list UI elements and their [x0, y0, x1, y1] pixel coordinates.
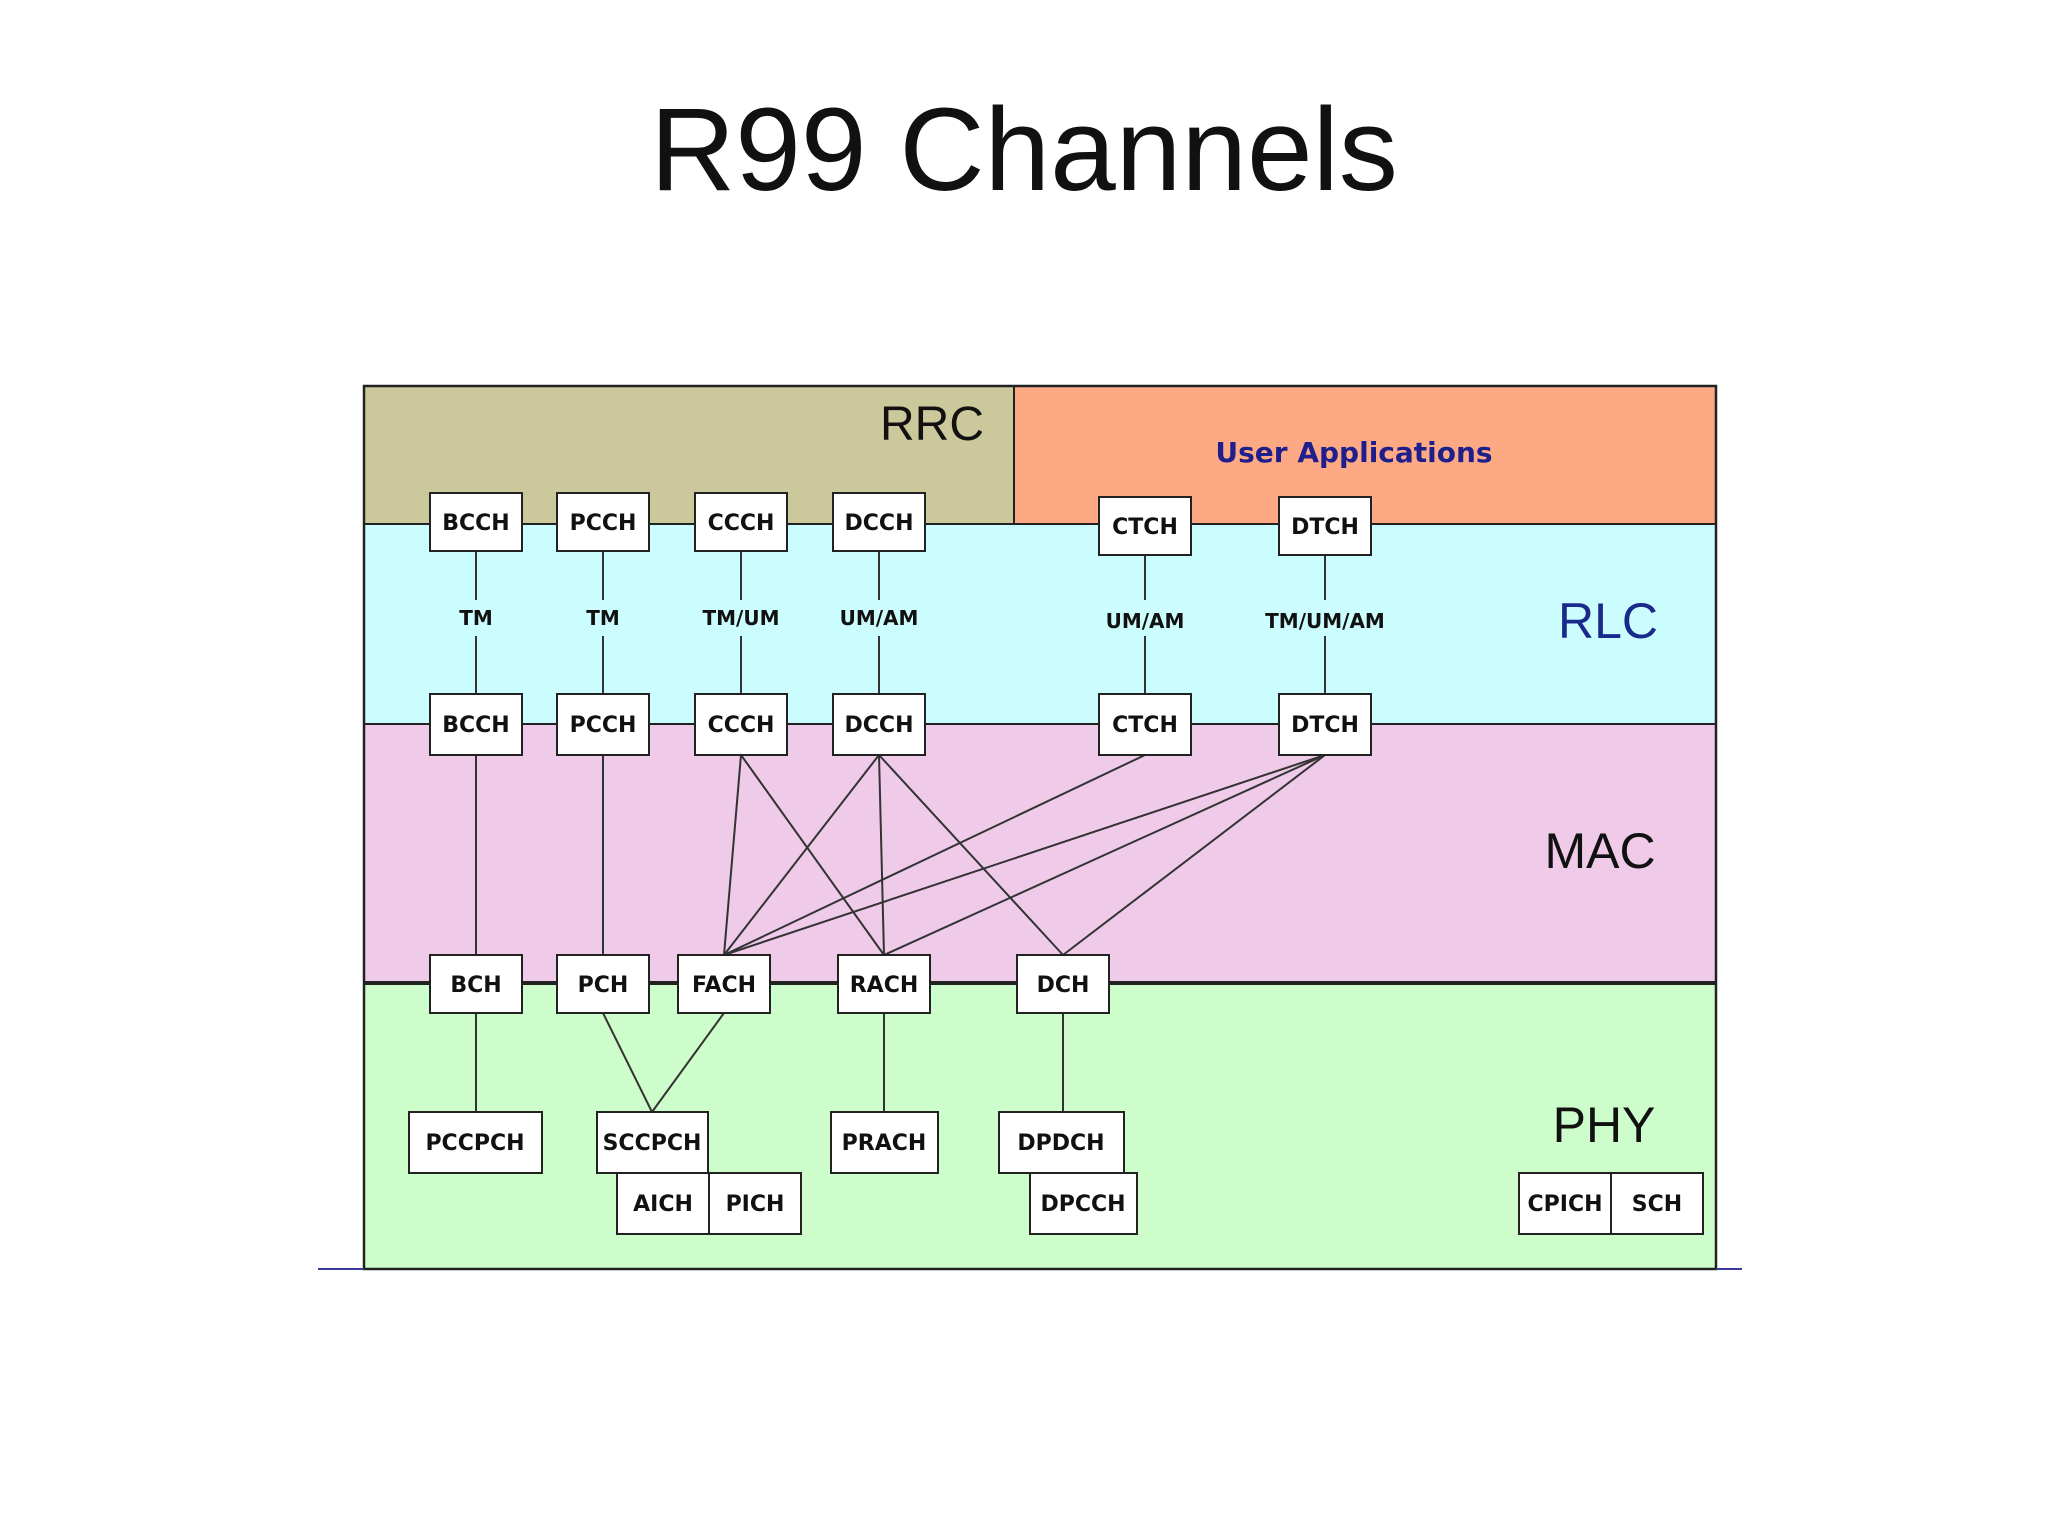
mac-label: MAC — [1544, 823, 1655, 879]
svg-text:RACH: RACH — [850, 973, 919, 998]
mac-logical-ctch: CTCH — [1098, 693, 1192, 756]
rlc-mode-label: UM/AM — [1106, 609, 1185, 633]
physical-cpich: CPICH — [1518, 1172, 1612, 1235]
rlc-mode-label: TM — [459, 606, 493, 630]
svg-text:SCCPCH: SCCPCH — [603, 1131, 702, 1156]
svg-text:PCH: PCH — [578, 973, 629, 998]
rlc-mode-label: TM/UM — [703, 606, 780, 630]
rlc-label: RLC — [1558, 593, 1658, 649]
svg-text:PCCH: PCCH — [570, 511, 637, 536]
svg-text:PCCPCH: PCCPCH — [425, 1131, 524, 1156]
physical-pccpch: PCCPCH — [408, 1111, 543, 1174]
svg-text:DCH: DCH — [1037, 973, 1090, 998]
svg-text:DPCCH: DPCCH — [1040, 1192, 1125, 1217]
mac-logical-dtch: DTCH — [1278, 693, 1372, 756]
transport-bch: BCH — [429, 954, 523, 1014]
user-apps-label: User Applications — [1215, 436, 1492, 469]
svg-text:CPICH: CPICH — [1527, 1192, 1602, 1217]
svg-text:CTCH: CTCH — [1112, 713, 1178, 738]
transport-dch: DCH — [1016, 954, 1110, 1014]
svg-text:DTCH: DTCH — [1291, 713, 1359, 738]
rrc-channel-boxes: BCCH PCCH CCCH DCCH CTCH DTCH — [429, 492, 1372, 556]
physical-prach: PRACH — [830, 1111, 939, 1174]
rlc-mode-labels: TM TM TM/UM UM/AM UM/AM TM/UM/AM — [459, 606, 1385, 633]
physical-boxes: PCCPCH SCCPCH AICH PICH PRACH DPDCH DPCC… — [408, 1111, 1704, 1235]
mac-logical-pcch: PCCH — [556, 693, 650, 756]
mac-layer — [364, 724, 1716, 983]
svg-text:BCH: BCH — [450, 973, 501, 998]
rrc-channel-pcch: PCCH — [556, 492, 650, 552]
transport-fach: FACH — [677, 954, 771, 1014]
physical-sch: SCH — [1610, 1172, 1704, 1235]
svg-text:PRACH: PRACH — [842, 1131, 927, 1156]
svg-text:CCCH: CCCH — [708, 713, 775, 738]
user-channel-dtch: DTCH — [1278, 496, 1372, 556]
svg-text:DCCH: DCCH — [845, 511, 914, 536]
physical-dpcch: DPCCH — [1029, 1172, 1138, 1235]
svg-text:PCCH: PCCH — [570, 713, 637, 738]
rrc-channel-dcch: DCCH — [832, 492, 926, 552]
svg-text:BCCH: BCCH — [442, 713, 509, 738]
svg-text:PICH: PICH — [726, 1192, 785, 1217]
rrc-label: RRC — [880, 398, 984, 451]
physical-pich: PICH — [708, 1172, 802, 1235]
mac-logical-ccch: CCCH — [694, 693, 788, 756]
rrc-channel-bcch: BCCH — [429, 492, 523, 552]
svg-text:FACH: FACH — [692, 973, 756, 998]
transport-boxes: BCH PCH FACH RACH DCH — [429, 954, 1110, 1014]
physical-dpdch: DPDCH — [998, 1111, 1125, 1174]
rlc-mode-label: TM/UM/AM — [1265, 609, 1385, 633]
svg-text:BCCH: BCCH — [442, 511, 509, 536]
mac-logical-boxes: BCCH PCCH CCCH DCCH CTCH DTCH — [429, 693, 1372, 756]
svg-text:AICH: AICH — [633, 1192, 693, 1217]
svg-text:DTCH: DTCH — [1291, 515, 1359, 540]
rlc-mode-label: TM — [586, 606, 620, 630]
physical-aich: AICH — [616, 1172, 710, 1235]
svg-text:CCCH: CCCH — [708, 511, 775, 536]
phy-label: PHY — [1553, 1097, 1656, 1153]
svg-text:DCCH: DCCH — [845, 713, 914, 738]
svg-text:SCH: SCH — [1632, 1192, 1682, 1217]
rrc-channel-ccch: CCCH — [694, 492, 788, 552]
connections — [475, 551, 1326, 1113]
user-channel-ctch: CTCH — [1098, 496, 1192, 556]
slide-title: R99 Channels — [650, 84, 1398, 216]
rlc-layer — [364, 524, 1716, 724]
rlc-mode-label: UM/AM — [840, 606, 919, 630]
svg-text:CTCH: CTCH — [1112, 515, 1178, 540]
svg-text:DPDCH: DPDCH — [1017, 1131, 1104, 1156]
mac-logical-bcch: BCCH — [429, 693, 523, 756]
transport-rach: RACH — [837, 954, 931, 1014]
mac-logical-dcch: DCCH — [832, 693, 926, 756]
transport-pch: PCH — [556, 954, 650, 1014]
physical-sccpch: SCCPCH — [596, 1111, 709, 1174]
